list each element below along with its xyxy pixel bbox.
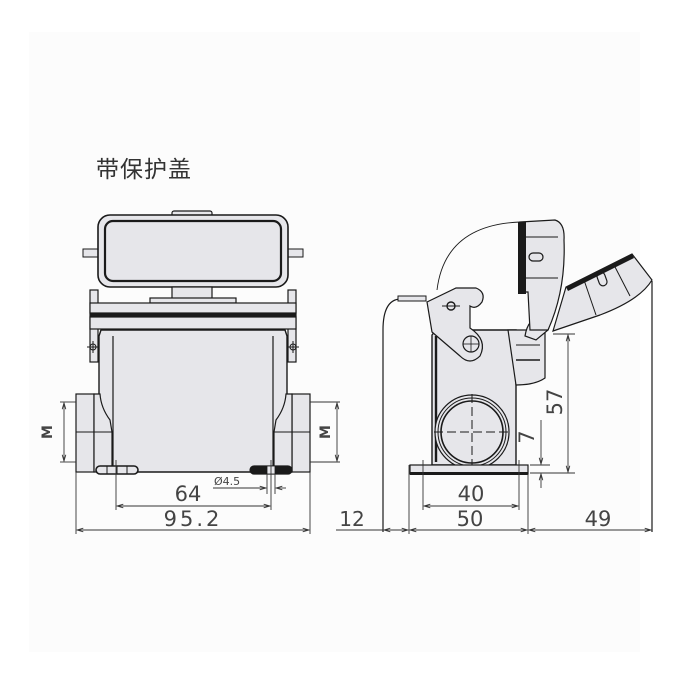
housing-body [98, 329, 288, 473]
front-dimensions [60, 401, 340, 534]
thread-label-left: M [40, 425, 56, 439]
cable-entry-right [291, 393, 311, 473]
side-lever [426, 287, 484, 362]
dim-height: 57 [543, 389, 567, 416]
dim-base-width: 50 [457, 507, 484, 531]
dim-overall-width: 95.2 [164, 507, 223, 531]
dim-hole-spacing-side: 40 [458, 482, 485, 506]
front-view [75, 210, 311, 475]
side-view [382, 219, 653, 532]
dim-hole-spacing-front: 64 [175, 482, 202, 506]
cable-entry-round [434, 394, 510, 470]
drawing-title: 带保护盖 [96, 157, 192, 183]
dim-base-height: 7 [515, 430, 539, 443]
dim-offset-left: 12 [339, 507, 364, 531]
thread-label-right: M [318, 425, 334, 439]
cover-open-vertical [519, 219, 565, 331]
cable-entry-left [75, 393, 95, 473]
dim-cover-clearance: 49 [585, 507, 612, 531]
side-dimensions [336, 333, 651, 534]
cover-open-angled [552, 253, 653, 332]
dim-hole-diameter: Ø4.5 [214, 475, 240, 488]
